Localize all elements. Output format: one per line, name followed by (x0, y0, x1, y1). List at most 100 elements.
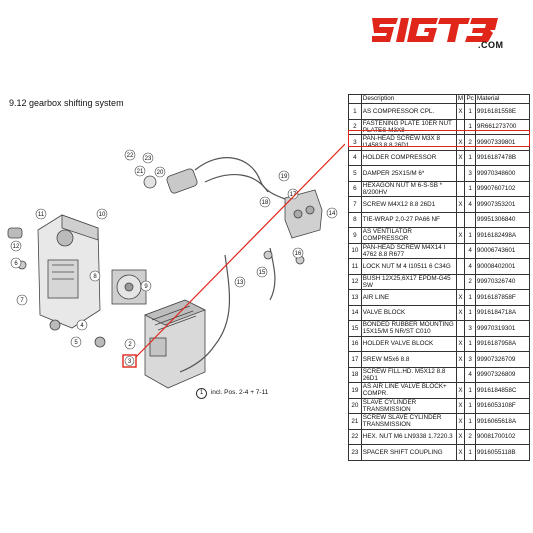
callout-4[interactable]: 4 (76, 319, 88, 331)
cell-pc: 1 (464, 397, 476, 414)
cell-mat: 90008402001 (474, 258, 531, 275)
callout-21[interactable]: 21 (134, 165, 146, 177)
cell-m: X (455, 149, 466, 166)
logo-suffix: .COM (478, 40, 504, 50)
cell-m: X (455, 351, 466, 368)
callout-8[interactable]: 8 (89, 270, 101, 282)
note-text: incl. Pos. 2-4 + 7-11 (210, 389, 269, 396)
callout-7[interactable]: 7 (16, 294, 28, 306)
highlighted-row-frame (348, 130, 530, 147)
compressor-holder-drawing (37, 214, 101, 329)
callout-12[interactable]: 12 (10, 240, 22, 252)
callout-14[interactable]: 14 (326, 207, 338, 219)
callout-19[interactable]: 19 (278, 170, 290, 182)
site-logo[interactable] (372, 14, 522, 54)
cell-m (455, 211, 466, 228)
callout-5[interactable]: 5 (70, 336, 82, 348)
callout-2[interactable]: 2 (124, 338, 136, 350)
cell-no: 17 (348, 351, 362, 368)
compressor-drawing (144, 299, 206, 389)
callout-18[interactable]: 18 (259, 196, 271, 208)
cell-pc: 3 (464, 351, 476, 368)
cell-m (455, 258, 466, 275)
svg-text:15: 15 (259, 270, 266, 276)
callout-17[interactable]: 17 (287, 188, 299, 200)
svg-text:12: 12 (13, 244, 20, 250)
cell-pc: 1 (464, 289, 476, 306)
cell-desc: TIE-WRAP 2,0-27 PA66 NF (360, 211, 457, 228)
cell-mat: 9916187958A (474, 335, 531, 352)
cell-desc: AS COMPRESSOR CPL. (360, 103, 457, 120)
cell-m: X (455, 304, 466, 321)
cell-desc: VALVE BLOCK (360, 304, 457, 321)
cell-pc: 1 (464, 103, 476, 120)
cell-m: X (455, 335, 466, 352)
cell-mat: 99970348600 (474, 165, 531, 182)
cell-pc: 1 (464, 413, 476, 430)
svg-text:16: 16 (295, 251, 302, 257)
cell-pc: 1 (464, 149, 476, 166)
cell-pc: 2 (464, 273, 476, 290)
callout-3-highlight[interactable]: 3 (122, 354, 137, 368)
svg-text:20: 20 (157, 170, 164, 176)
callout-11[interactable]: 11 (35, 208, 47, 220)
callout-6[interactable]: 6 (10, 257, 22, 269)
cell-mat: 9916187858F (474, 289, 531, 306)
callout-20[interactable]: 20 (154, 166, 166, 178)
header-pc: Pc (464, 94, 476, 104)
cell-m (455, 320, 466, 337)
cell-desc: SPACER SHIFT COUPLING (360, 444, 457, 461)
callout-16[interactable]: 16 (292, 247, 304, 259)
svg-text:18: 18 (262, 200, 269, 206)
cell-pc: 2 (464, 428, 476, 445)
cell-m: X (455, 397, 466, 414)
callout-23[interactable]: 23 (142, 152, 154, 164)
callout-9[interactable]: 9 (140, 280, 152, 292)
cell-no: 8 (348, 211, 362, 228)
cell-m: X (455, 227, 466, 244)
cell-no: 15 (348, 320, 362, 337)
cell-no: 19 (348, 382, 362, 399)
cell-pc (464, 211, 476, 228)
header-m: M (455, 94, 466, 104)
damper-drawing (94, 336, 106, 348)
cell-m: X (455, 444, 466, 461)
note-number: 1 (199, 390, 204, 396)
callout-15[interactable]: 15 (256, 266, 268, 278)
cell-pc: 4 (464, 366, 476, 383)
callout-10[interactable]: 10 (96, 208, 108, 220)
cell-m (455, 242, 466, 259)
cell-desc: PAN-HEAD SCREW M4X14 I 4762 8.8 R677 (360, 242, 457, 259)
callout-22[interactable]: 22 (124, 149, 136, 161)
cell-pc: 1 (464, 382, 476, 399)
cell-pc: 1 (464, 304, 476, 321)
cell-mat: 9916187478B (474, 149, 531, 166)
svg-text:17: 17 (290, 192, 297, 198)
cell-no: 16 (348, 335, 362, 352)
header-no (348, 94, 362, 104)
cell-pc: 4 (464, 258, 476, 275)
callout-13[interactable]: 13 (234, 276, 246, 288)
cell-mat: 99907326809 (474, 366, 531, 383)
